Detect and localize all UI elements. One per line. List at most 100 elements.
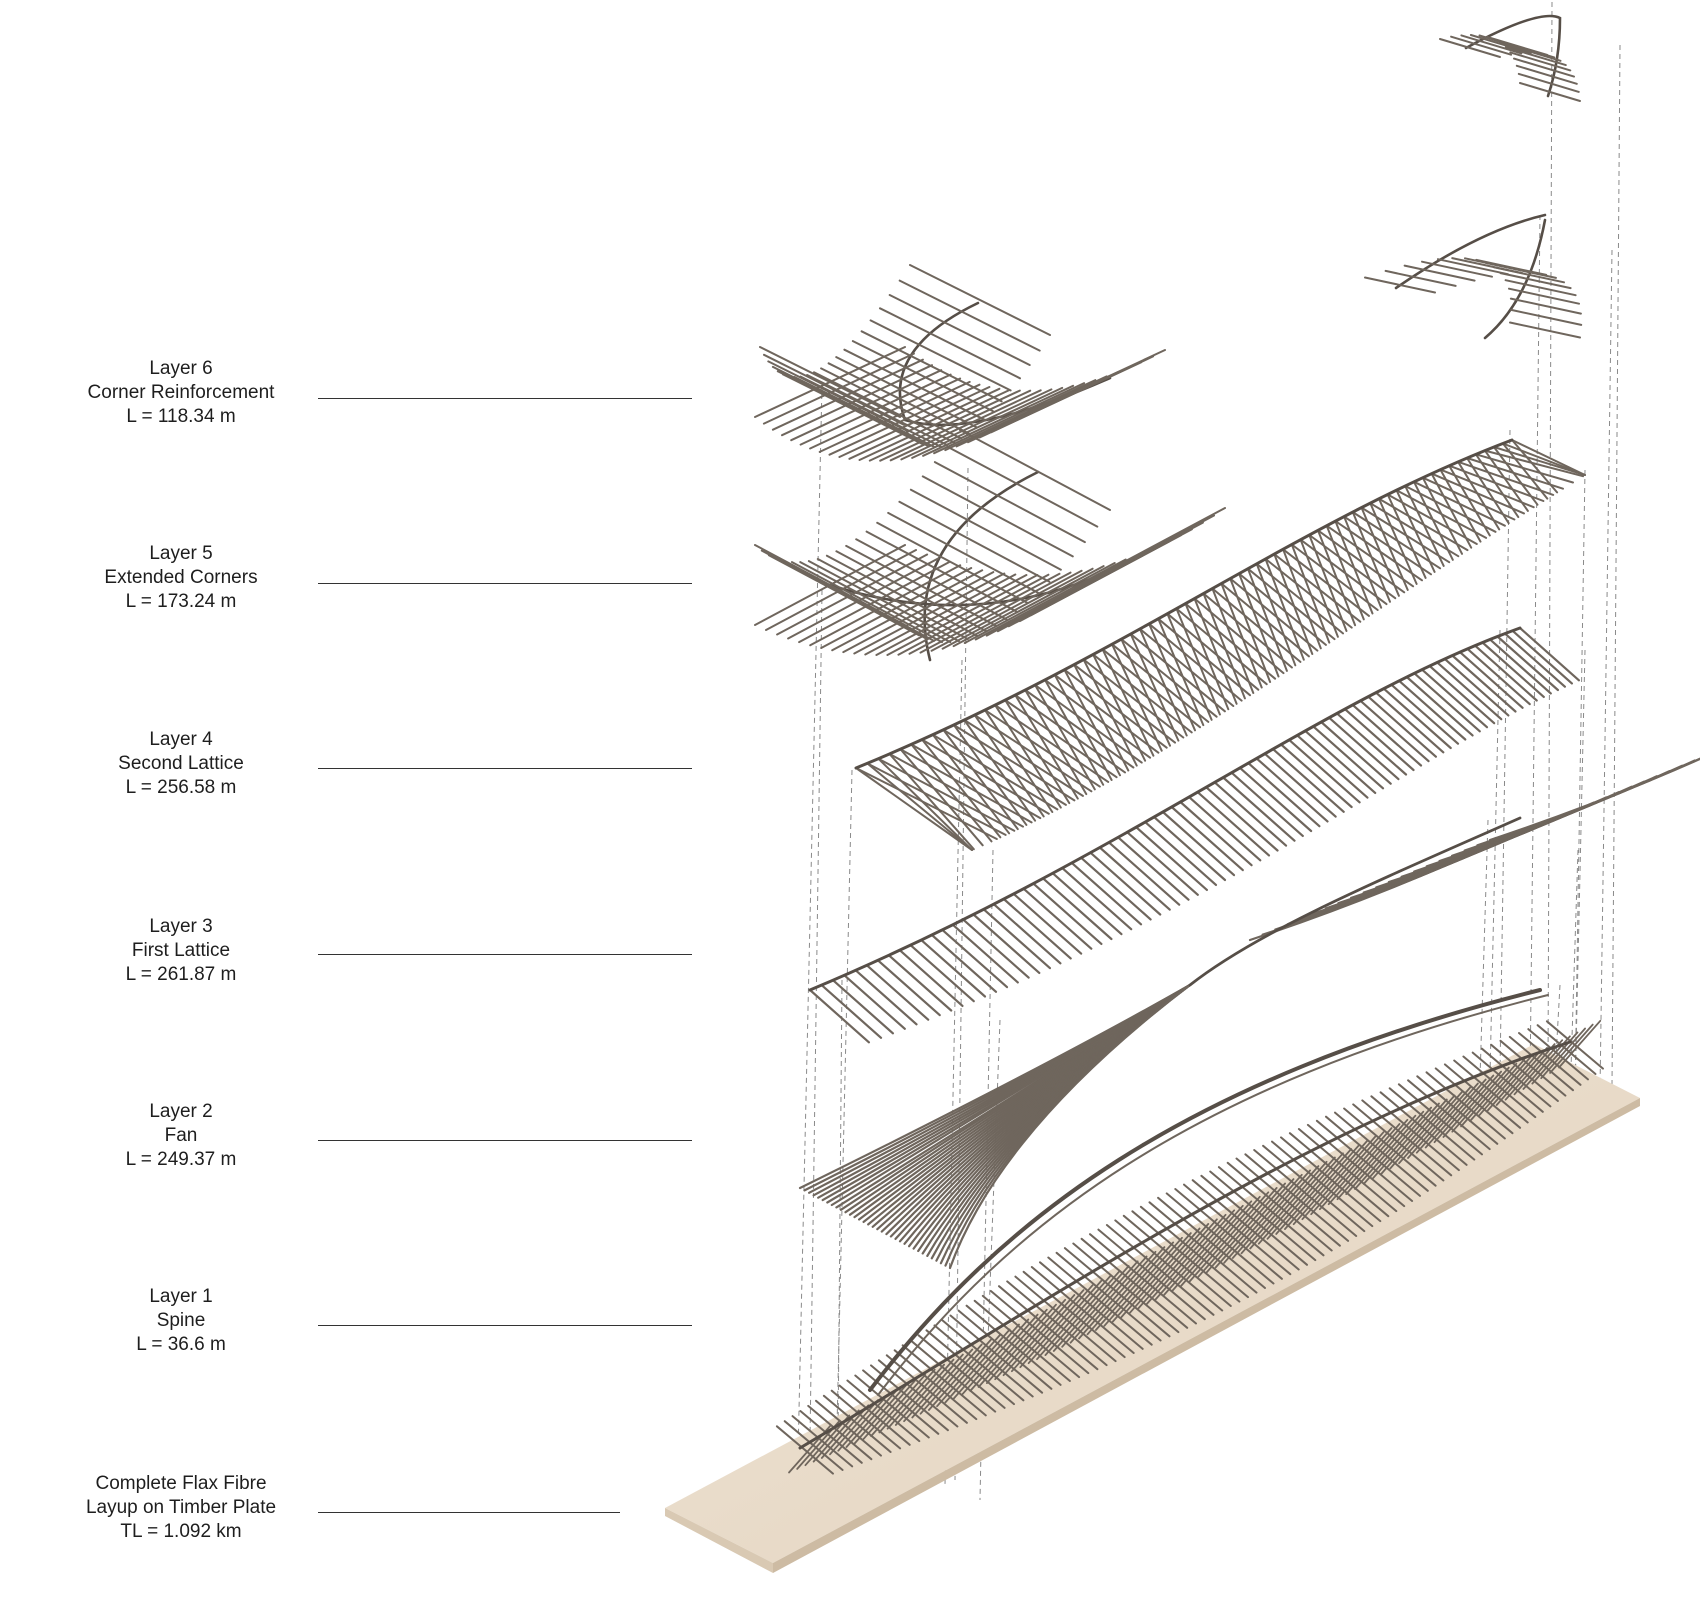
first-lattice-fibre: [1107, 841, 1181, 906]
corner-reinforcement-fibre: [911, 386, 1064, 459]
extended-corner-fibre: [1509, 321, 1581, 339]
second-lattice-ridge: [854, 438, 1514, 770]
corner-reinforcement-fibre: [1519, 82, 1581, 102]
complete-layup-fibre: [965, 1304, 1062, 1386]
second-lattice-fibre: [931, 733, 1011, 835]
complete-layup-fibre: [1504, 1043, 1556, 1101]
first-lattice-fibre: [898, 949, 964, 1008]
complete-layup-fibre: [1137, 1218, 1218, 1310]
first-lattice-fibre: [962, 918, 1030, 979]
spine-fibre: [877, 994, 1549, 1396]
label-layer-5-title: Layer 5: [149, 543, 213, 564]
complete-layup-fibre: [1434, 1067, 1514, 1135]
corner-reinforcement-fibre: [828, 383, 981, 456]
first-lattice-fibre: [843, 974, 906, 1030]
corner-reinforcement-fibre: [1513, 57, 1575, 78]
second-lattice-fibre: [1273, 553, 1314, 655]
first-lattice-fibre: [1488, 638, 1552, 695]
second-lattice-fibre: [1014, 694, 1126, 774]
complete-layup-fibre: [1171, 1200, 1253, 1292]
first-lattice-fibre: [1213, 781, 1288, 847]
complete-layup-fibre: [1146, 1213, 1227, 1305]
complete-layup-fibre: [870, 1364, 949, 1432]
leader-line-layer-4: [318, 768, 692, 769]
second-lattice-fibre: [1101, 648, 1201, 729]
first-lattice-fibre: [1359, 699, 1430, 763]
complete-layup-fibre: [1188, 1191, 1270, 1283]
corner-reinforcement-fibre: [1515, 64, 1578, 85]
second-lattice-fibre: [1343, 515, 1383, 609]
complete-layup-fibre: [1209, 1170, 1317, 1262]
label-layer-6-length: L = 118.34 m: [126, 406, 236, 427]
label-layer-5-name: Extended Corners: [104, 567, 258, 588]
first-lattice-fibre: [1255, 757, 1329, 823]
complete-layup-fibre: [838, 1384, 911, 1446]
corner-reinforcement-fibre: [813, 371, 955, 444]
label-layer-3-title: Layer 3: [149, 916, 213, 937]
extended-corner-fibre: [831, 569, 984, 652]
label-layer-6-title: Layer 6: [149, 358, 213, 379]
leader-line-complete: [318, 1512, 620, 1513]
complete-layup-fibre: [1022, 1270, 1126, 1359]
complete-layup-fibre: [1306, 1123, 1406, 1208]
extended-corner-fibre: [864, 573, 1017, 656]
complete-layup-fibre: [807, 1404, 873, 1461]
projection-guide-line: [1479, 819, 1489, 1079]
complete-layup-fibre: [1262, 1144, 1366, 1233]
second-lattice-fibre: [1120, 638, 1171, 747]
complete-layup-fibre: [998, 1285, 1099, 1371]
second-lattice-fibre: [1073, 663, 1130, 772]
complete-layup-fibre: [1336, 1118, 1409, 1201]
complete-layup-fibre: [1055, 1251, 1162, 1342]
complete-layup-fibre: [1315, 1119, 1414, 1202]
first-lattice-fibre: [1196, 791, 1271, 857]
corner-reinforcement-fibre: [933, 382, 1086, 455]
complete-layup-fibre: [925, 1329, 1015, 1406]
first-lattice-fibre: [930, 933, 998, 993]
second-lattice-fibre: [1290, 543, 1331, 644]
first-lattice-fibre: [1443, 657, 1510, 717]
first-lattice-fibre: [1070, 861, 1143, 926]
second-lattice-fibre: [1378, 497, 1418, 585]
first-lattice-fibre: [1420, 668, 1489, 729]
complete-layup-fibre: [1089, 1233, 1197, 1325]
projection-guide-line: [1547, 1, 1553, 1071]
corner-reinforcement-fibre: [1509, 51, 1572, 72]
complete-layup-fibre: [1319, 1127, 1393, 1211]
first-lattice-fibre: [1126, 831, 1199, 896]
first-lattice-fibre: [1405, 675, 1474, 737]
corner-reinforcement-fibre: [1450, 35, 1513, 56]
second-lattice-fibre: [1351, 511, 1391, 603]
second-lattice-fibre: [1004, 699, 1118, 779]
label-layer-1-title: Layer 1: [149, 1286, 213, 1307]
extended-corner-fibre: [876, 521, 1029, 604]
complete-layup-fibre: [1513, 1039, 1564, 1096]
complete-layup-fibre: [1080, 1237, 1189, 1329]
complete-layup-fibre: [1389, 1094, 1456, 1170]
first-lattice-fibre: [1351, 703, 1423, 767]
second-lattice-fibre: [1184, 602, 1230, 711]
extended-corner-fibre: [1509, 297, 1582, 315]
first-lattice-fibre: [1098, 846, 1171, 911]
corner-reinforcement-fibre: [898, 279, 1041, 352]
complete-layup-fibre: [1129, 1223, 1210, 1314]
second-lattice-fibre: [1073, 663, 1176, 744]
first-lattice-fibre: [1327, 716, 1400, 781]
first-lattice-fibre: [1032, 882, 1103, 946]
corner-reinforcement-fibre: [1469, 34, 1532, 54]
corner-reinforcement-fibre: [835, 356, 978, 429]
complete-layup-fibre: [783, 1420, 844, 1471]
label-complete-layup: Complete Flax Fibre Layup on Timber Plat…: [36, 1472, 326, 1544]
second-lattice-fibre: [1264, 557, 1305, 661]
first-lattice-fibre: [1002, 897, 1072, 960]
first-lattice-fibre: [876, 959, 941, 1017]
second-lattice-fibre: [973, 714, 1093, 793]
complete-layup-fibre: [1122, 1214, 1232, 1307]
second-lattice-fibre: [1421, 476, 1463, 555]
label-layer-5-length: L = 173.24 m: [125, 591, 237, 612]
corner-reinforcement-fibre: [1439, 38, 1501, 58]
extended-corner-fibre: [1364, 276, 1436, 294]
complete-layup-fibre: [949, 1314, 1044, 1394]
first-lattice-fibre: [1436, 661, 1503, 721]
second-lattice-fibre: [1111, 643, 1163, 752]
